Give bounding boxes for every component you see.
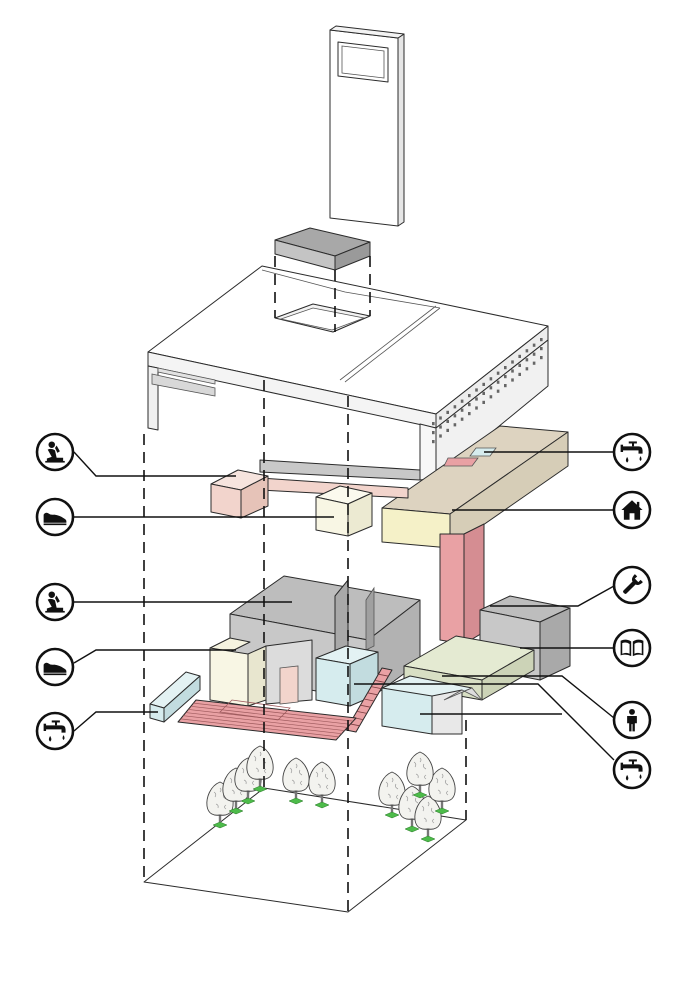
- callout-wrench: [612, 565, 652, 605]
- red-column: [439, 523, 485, 645]
- leader-lines: [73, 451, 615, 761]
- stair-step: [349, 723, 360, 727]
- projection-lines: [143, 256, 467, 912]
- stair-step: [360, 704, 371, 708]
- pink-box: [210, 469, 269, 519]
- badge-ring: [612, 628, 652, 668]
- perforation-dot: [482, 400, 485, 404]
- deck-plank: [193, 702, 354, 722]
- perforation-dot: [475, 388, 478, 392]
- deck-plank: [180, 718, 339, 738]
- water-tank: [149, 671, 201, 723]
- perforation-dot: [489, 386, 493, 390]
- perforation-dot: [453, 414, 457, 418]
- perforation-dot: [540, 356, 543, 360]
- perforation-dot: [496, 380, 500, 384]
- callout-person-praying-2: [35, 582, 75, 622]
- perforation-dot: [460, 408, 464, 412]
- perforation-dot: [525, 367, 529, 371]
- perforation-dot: [482, 391, 485, 395]
- deck-plank: [190, 705, 351, 725]
- cream-box-upper: [315, 485, 373, 537]
- wall-perforations: [432, 338, 543, 444]
- perforation-dot: [532, 343, 536, 347]
- perforation-dot: [446, 410, 449, 414]
- perforation-dot: [468, 403, 471, 407]
- stair-step: [363, 698, 375, 702]
- badge-ring: [35, 711, 75, 751]
- perforation-dot: [518, 354, 521, 358]
- residence-volume: [381, 425, 569, 549]
- callout-book: [612, 628, 652, 668]
- perforation-dot: [475, 397, 478, 401]
- callout-house: [612, 490, 652, 530]
- perforation-dot: [439, 434, 442, 438]
- perforation-dot: [460, 399, 464, 403]
- perforation-dot: [439, 416, 442, 420]
- stair-step: [356, 711, 367, 714]
- stair-step: [378, 673, 389, 677]
- inner-room: [265, 639, 313, 705]
- perforation-dot: [525, 358, 529, 362]
- light-blue-box: [315, 645, 379, 707]
- perforation-dot: [518, 372, 521, 376]
- perforation-dot: [504, 366, 507, 370]
- perforation-dot: [511, 378, 514, 382]
- badge-ring: [612, 432, 652, 472]
- perforation-dot: [468, 412, 471, 416]
- callout-person-standing: [612, 700, 652, 740]
- perforation-dot: [468, 394, 471, 398]
- red-deck: [177, 699, 357, 741]
- perforation-dot: [432, 422, 435, 426]
- callout-water-tap-2: [612, 432, 652, 472]
- perforation-dot: [532, 361, 536, 365]
- perforation-dot: [504, 375, 507, 379]
- cream-box-lower: [209, 637, 267, 707]
- skylight-box: [274, 227, 371, 271]
- perforation-dot: [496, 389, 500, 393]
- perforation-dot: [504, 384, 507, 388]
- callout-shoe-1: [35, 497, 75, 537]
- callout-water-tap-3: [612, 750, 652, 790]
- perforation-dot: [482, 382, 485, 386]
- perforation-dot: [511, 369, 514, 373]
- callout-person-praying-1: [35, 432, 75, 472]
- roof-slab: [147, 265, 549, 481]
- stair-step: [374, 680, 385, 683]
- perforation-dot: [540, 338, 543, 342]
- perforation-dot: [439, 425, 442, 429]
- perforation-dot: [453, 405, 457, 409]
- perforation-dot: [475, 406, 478, 410]
- deck-detail: [219, 699, 291, 721]
- perforation-dot: [540, 347, 543, 351]
- perforation-dot: [511, 360, 514, 364]
- deck-plank: [183, 715, 342, 735]
- perforation-dot: [432, 440, 435, 444]
- perforation-dot: [532, 352, 536, 356]
- stair-step: [367, 692, 378, 696]
- perforation-dot: [489, 377, 493, 381]
- stair-step: [371, 686, 382, 689]
- perforation-dot: [446, 419, 449, 423]
- perforation-dot: [460, 417, 464, 421]
- perforation-dot: [496, 371, 500, 375]
- tower-panel: [329, 25, 405, 227]
- callout-water-tap-1: [35, 711, 75, 751]
- perforation-dot: [446, 428, 449, 432]
- perforation-dot: [518, 363, 521, 367]
- perforation-dot: [432, 431, 435, 435]
- perforation-dot: [489, 395, 493, 399]
- deck-plank: [185, 712, 345, 731]
- perforation-dot: [453, 423, 457, 427]
- badge-ring: [612, 750, 652, 790]
- perforation-dot: [525, 349, 529, 353]
- callout-shoe-2: [35, 647, 75, 687]
